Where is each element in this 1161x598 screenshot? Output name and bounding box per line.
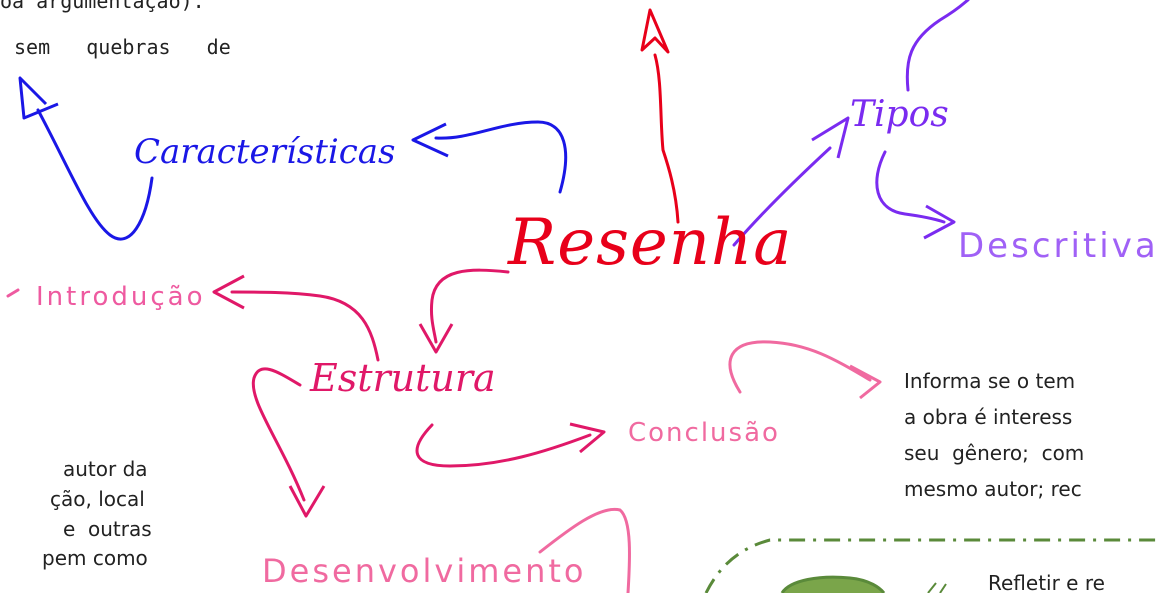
arrow-caracteristicas-to-text bbox=[36, 108, 154, 241]
node-estrutura: Estrutura bbox=[310, 356, 496, 400]
arrowhead-caracteristicas bbox=[411, 122, 449, 158]
arrow-to-conclusao bbox=[415, 423, 592, 468]
text-left-line4: pem como bbox=[42, 546, 148, 570]
arrowhead-top-left bbox=[18, 76, 59, 120]
arrowhead-right-text bbox=[849, 364, 882, 400]
node-conclusao: Conclusão bbox=[628, 418, 780, 448]
arrow-conclusao-to-right bbox=[728, 340, 872, 394]
dashed-frame bbox=[704, 538, 1161, 593]
text-left-line1: autor da bbox=[63, 457, 148, 481]
text-bottom-right: Refletir e re bbox=[988, 571, 1105, 595]
arrowhead-tipos bbox=[811, 116, 850, 159]
arrowhead-conclusao bbox=[569, 422, 606, 454]
text-right-line4: mesmo autor; rec bbox=[904, 477, 1082, 501]
node-descritiva: Descritiva bbox=[958, 226, 1159, 266]
arrow-to-estrutura bbox=[430, 268, 510, 344]
arrowhead-desenvolvimento bbox=[288, 485, 326, 518]
arrowhead-estrutura bbox=[418, 323, 454, 354]
text-left-line3: e outras bbox=[63, 517, 152, 541]
arrow-introducao-left bbox=[6, 288, 20, 298]
text-right-line2: a obra é interess bbox=[904, 405, 1073, 429]
central-node-resenha: Resenha bbox=[508, 206, 793, 280]
leaf-shape bbox=[780, 575, 886, 593]
text-right-line1: Informa se o tem bbox=[904, 369, 1076, 393]
arrow-to-tipos bbox=[732, 146, 832, 247]
text-top-left-line2: sem quebras de bbox=[14, 35, 231, 59]
text-left-line2: ção, local bbox=[50, 487, 145, 511]
node-tipos: Tipos bbox=[850, 94, 949, 135]
arrowhead-resenha-top bbox=[640, 8, 670, 54]
arrow-tipos-up bbox=[905, 0, 970, 92]
arrow-tipos-to-descritiva bbox=[875, 150, 946, 224]
arrow-desenvolvimento-up bbox=[538, 507, 632, 593]
text-top-left-line1: oa argumentação). bbox=[0, 0, 205, 13]
leaf-accent bbox=[927, 582, 947, 593]
arrowhead-introducao bbox=[212, 274, 245, 310]
arrow-estrutura-to-left bbox=[251, 367, 306, 502]
arrow-resenha-top bbox=[653, 53, 680, 224]
arrow-to-introducao bbox=[230, 290, 380, 362]
text-right-line3: seu gênero; com bbox=[904, 441, 1085, 465]
node-introducao: Introdução bbox=[36, 282, 206, 312]
arrowhead-descritiva bbox=[923, 204, 956, 240]
node-caracteristicas: Características bbox=[134, 132, 396, 172]
node-desenvolvimento: Desenvolvimento bbox=[262, 552, 587, 590]
arrow-to-caracteristicas bbox=[434, 120, 568, 194]
